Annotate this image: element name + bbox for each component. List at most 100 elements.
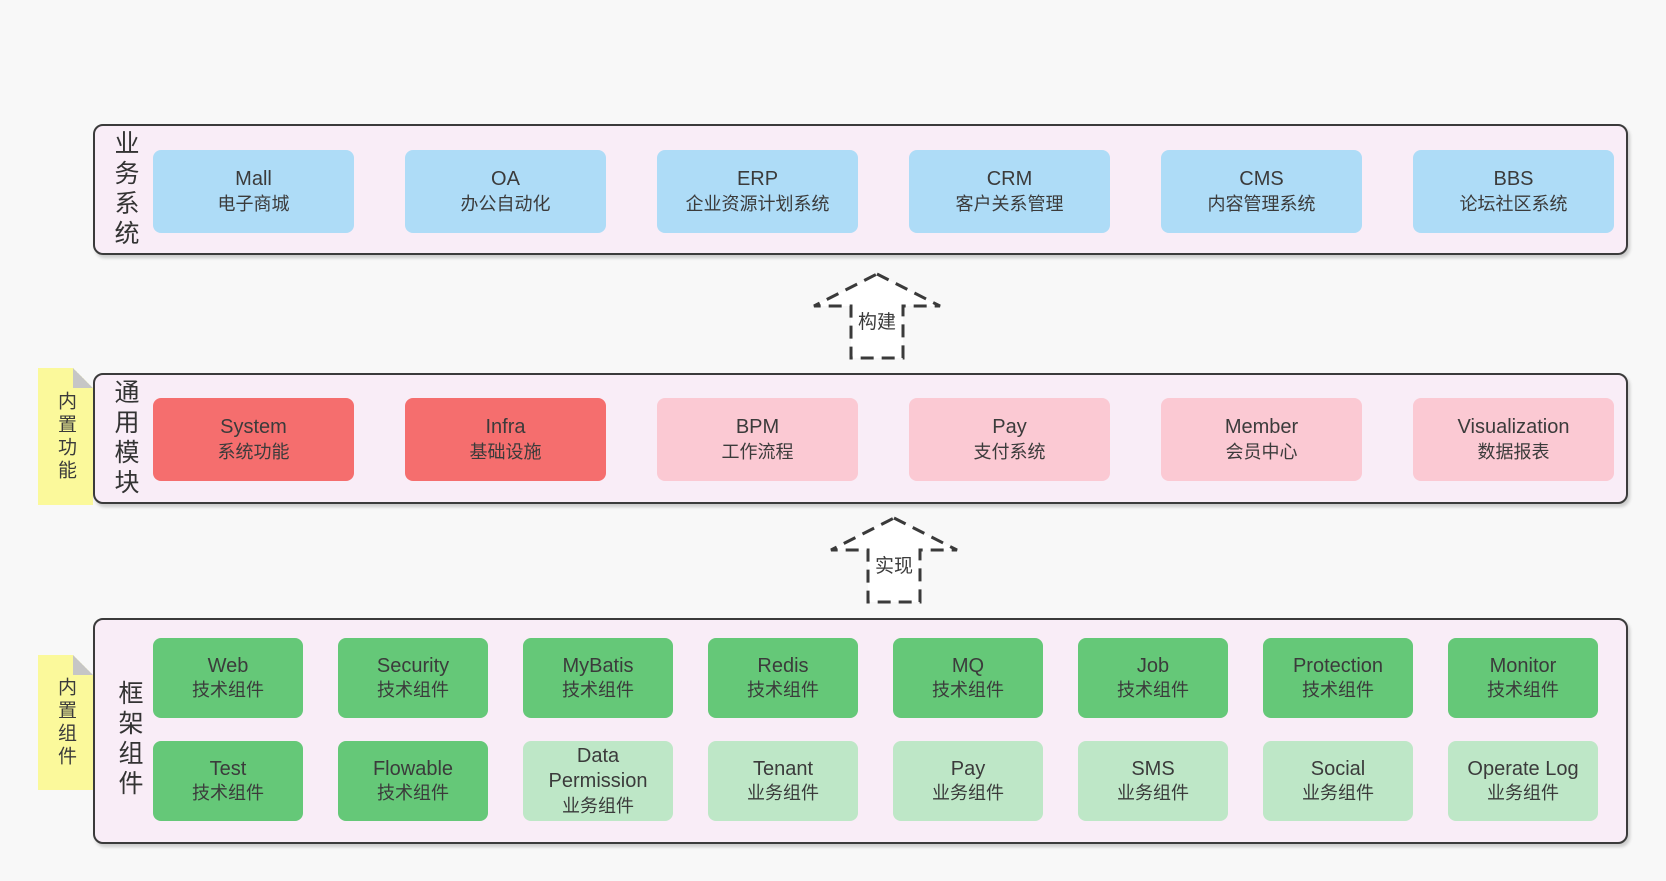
box-title: MyBatis xyxy=(562,654,634,677)
box-title: Member xyxy=(1224,416,1299,439)
box-title: MQ xyxy=(951,654,985,677)
arrow-label: 构建 xyxy=(853,306,901,335)
box-title: CRM xyxy=(986,168,1033,191)
box-title: Test xyxy=(209,757,247,780)
box-pay: Pay 业务组件 xyxy=(893,741,1043,821)
box-title: Flowable xyxy=(372,757,454,780)
box-data-permission: Data Permission 业务组件 xyxy=(523,741,673,821)
box-subtitle: 办公自动化 xyxy=(460,193,551,214)
arrow-implement: 实现 xyxy=(828,516,960,604)
sticky-note-builtin-features: 内置功能 xyxy=(38,368,93,505)
box-subtitle: 业务组件 xyxy=(932,783,1004,804)
box-monitor: Monitor 技术组件 xyxy=(1448,638,1598,718)
box-operate-log: Operate Log 业务组件 xyxy=(1448,741,1598,821)
box-title: Infra xyxy=(485,416,526,439)
box-title: Security xyxy=(376,654,450,677)
box-title: BBS xyxy=(1493,168,1534,191)
arrow-build: 构建 xyxy=(811,272,943,360)
box-subtitle: 工作流程 xyxy=(721,441,794,462)
box-title: System xyxy=(220,416,287,439)
box-subtitle: 业务组件 xyxy=(747,783,819,804)
box-flowable: Flowable 技术组件 xyxy=(338,741,488,821)
box-subtitle: 系统功能 xyxy=(217,441,290,462)
box-subtitle: 技术组件 xyxy=(562,680,634,701)
sticky-note-label: 内置功能 xyxy=(55,390,76,483)
sticky-note-builtin-components: 内置组件 xyxy=(38,655,93,790)
box-subtitle: 技术组件 xyxy=(747,680,819,701)
box-subtitle: 业务组件 xyxy=(1302,783,1374,804)
box-subtitle: 业务组件 xyxy=(1117,783,1189,804)
box-subtitle: 电子商城 xyxy=(217,193,290,214)
box-subtitle: 数据报表 xyxy=(1477,441,1550,462)
box-tenant: Tenant 业务组件 xyxy=(708,741,858,821)
box-title: OA xyxy=(491,168,520,191)
band-label: 业务系统 xyxy=(111,129,139,250)
sticky-fold-icon xyxy=(73,368,93,388)
arrow-label: 实现 xyxy=(870,550,918,579)
box-subtitle: 技术组件 xyxy=(192,783,264,804)
box-web: Web 技术组件 xyxy=(153,638,303,718)
box-title: Monitor xyxy=(1489,654,1557,677)
box-subtitle: 基础设施 xyxy=(469,441,542,462)
sticky-fold-icon xyxy=(73,655,93,675)
box-subtitle: 技术组件 xyxy=(377,680,449,701)
band-label: 通用模块 xyxy=(111,378,139,499)
box-test: Test 技术组件 xyxy=(153,741,303,821)
box-subtitle: 支付系统 xyxy=(973,441,1046,462)
box-title: Pay xyxy=(950,757,986,780)
box-title: Redis xyxy=(757,654,809,677)
box-subtitle: 技术组件 xyxy=(192,680,264,701)
box-subtitle: 业务组件 xyxy=(562,796,634,817)
box-title: Data Permission xyxy=(548,744,648,793)
box-subtitle: 技术组件 xyxy=(1487,680,1559,701)
sticky-note-label: 内置组件 xyxy=(55,676,76,769)
box-title: CMS xyxy=(1239,168,1284,191)
box-title: Tenant xyxy=(752,757,814,780)
box-subtitle: 技术组件 xyxy=(1117,680,1189,701)
box-subtitle: 论坛社区系统 xyxy=(1459,193,1568,214)
box-job: Job 技术组件 xyxy=(1078,638,1228,718)
box-subtitle: 技术组件 xyxy=(377,783,449,804)
box-title: Visualization xyxy=(1457,416,1570,439)
box-title: Social xyxy=(1310,757,1366,780)
box-mq: MQ 技术组件 xyxy=(893,638,1043,718)
box-title: Web xyxy=(207,654,249,677)
box-title: Operate Log xyxy=(1467,757,1579,780)
box-title: Job xyxy=(1136,654,1170,677)
box-subtitle: 会员中心 xyxy=(1225,441,1298,462)
box-subtitle: 内容管理系统 xyxy=(1207,193,1316,214)
box-title: SMS xyxy=(1131,757,1175,780)
box-subtitle: 技术组件 xyxy=(1302,680,1374,701)
box-title: ERP xyxy=(736,168,779,191)
box-subtitle: 业务组件 xyxy=(1487,783,1559,804)
box-subtitle: 技术组件 xyxy=(932,680,1004,701)
box-redis: Redis 技术组件 xyxy=(708,638,858,718)
box-subtitle: 客户关系管理 xyxy=(955,193,1064,214)
box-title: BPM xyxy=(735,416,780,439)
box-security: Security 技术组件 xyxy=(338,638,488,718)
box-title: Pay xyxy=(992,416,1027,439)
